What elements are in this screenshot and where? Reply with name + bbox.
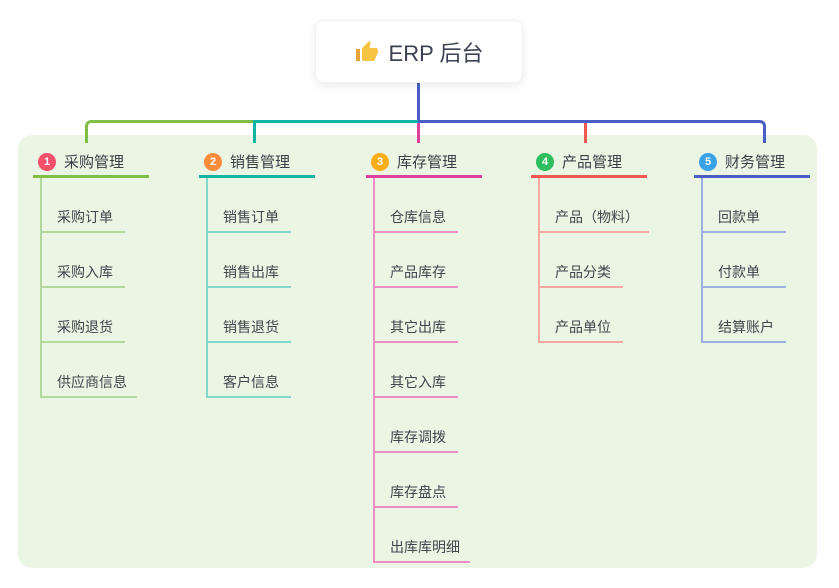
branch-title: 销售管理 (230, 154, 291, 171)
branch-sales: 2 销售管理 销售订单销售出库销售退货客户信息 (199, 148, 315, 398)
list-item[interactable]: 销售出库 (206, 233, 291, 288)
branch-connector-line (40, 178, 42, 397)
list-item[interactable]: 产品库存 (373, 233, 458, 288)
connector-branch-finance (418, 120, 766, 143)
branches-panel (18, 135, 817, 568)
list-item[interactable]: 其它入库 (373, 343, 458, 398)
branch-number-badge: 3 (371, 152, 389, 171)
branch-items-purchase: 采购订单采购入库采购退货供应商信息 (40, 178, 149, 398)
branch-connector-line (373, 178, 375, 562)
branch-title: 库存管理 (397, 154, 458, 171)
list-item[interactable]: 产品（物料） (538, 178, 649, 233)
branch-title: 财务管理 (725, 154, 786, 171)
branch-title: 采购管理 (64, 154, 125, 171)
branch-header-finance[interactable]: 5 财务管理 (694, 148, 810, 178)
list-item[interactable]: 销售退货 (206, 288, 291, 343)
thumbs-up-icon (355, 40, 379, 64)
list-item[interactable]: 仓库信息 (373, 178, 458, 233)
branch-header-product[interactable]: 4 产品管理 (531, 148, 647, 178)
list-item[interactable]: 采购订单 (40, 178, 125, 233)
list-item[interactable]: 其它出库 (373, 288, 458, 343)
branch-connector-line (206, 178, 208, 397)
list-item[interactable]: 出库库明细 (373, 508, 470, 563)
connector-branch-product (584, 123, 587, 143)
list-item[interactable]: 采购退货 (40, 288, 125, 343)
connector-branch-inventory (417, 123, 420, 143)
branch-number-badge: 1 (38, 152, 56, 171)
branch-connector-line (701, 178, 703, 342)
branch-number-badge: 5 (699, 152, 717, 171)
connector-branch-sales (253, 120, 418, 143)
branch-number-badge: 2 (204, 152, 222, 171)
branch-number-badge: 4 (536, 152, 554, 171)
list-item[interactable]: 付款单 (701, 233, 786, 288)
list-item[interactable]: 供应商信息 (40, 343, 137, 398)
list-item[interactable]: 产品单位 (538, 288, 623, 343)
branch-items-inventory: 仓库信息产品库存其它出库其它入库库存调拨库存盘点出库库明细 (373, 178, 482, 563)
branch-finance: 5 财务管理 回款单付款单结算账户 (694, 148, 810, 343)
list-item[interactable]: 销售订单 (206, 178, 291, 233)
branch-header-inventory[interactable]: 3 库存管理 (366, 148, 482, 178)
branch-connector-line (538, 178, 540, 342)
branch-items-product: 产品（物料）产品分类产品单位 (538, 178, 649, 343)
branch-items-finance: 回款单付款单结算账户 (701, 178, 810, 343)
list-item[interactable]: 客户信息 (206, 343, 291, 398)
list-item[interactable]: 结算账户 (701, 288, 786, 343)
branch-header-purchase[interactable]: 1 采购管理 (33, 148, 149, 178)
root-node-label: ERP 后台 (388, 40, 484, 66)
list-item[interactable]: 库存调拨 (373, 398, 458, 453)
branch-inventory: 3 库存管理 仓库信息产品库存其它出库其它入库库存调拨库存盘点出库库明细 (366, 148, 482, 563)
connector-branch-purchase (85, 120, 256, 143)
branch-header-sales[interactable]: 2 销售管理 (199, 148, 315, 178)
list-item[interactable]: 回款单 (701, 178, 786, 233)
root-connector-line (417, 83, 420, 123)
list-item[interactable]: 产品分类 (538, 233, 623, 288)
branch-title: 产品管理 (562, 154, 623, 171)
list-item[interactable]: 库存盘点 (373, 453, 458, 508)
branch-purchase: 1 采购管理 采购订单采购入库采购退货供应商信息 (33, 148, 149, 398)
branch-product: 4 产品管理 产品（物料）产品分类产品单位 (531, 148, 649, 343)
branch-items-sales: 销售订单销售出库销售退货客户信息 (206, 178, 315, 398)
list-item[interactable]: 采购入库 (40, 233, 125, 288)
root-node[interactable]: ERP 后台 (315, 20, 523, 83)
